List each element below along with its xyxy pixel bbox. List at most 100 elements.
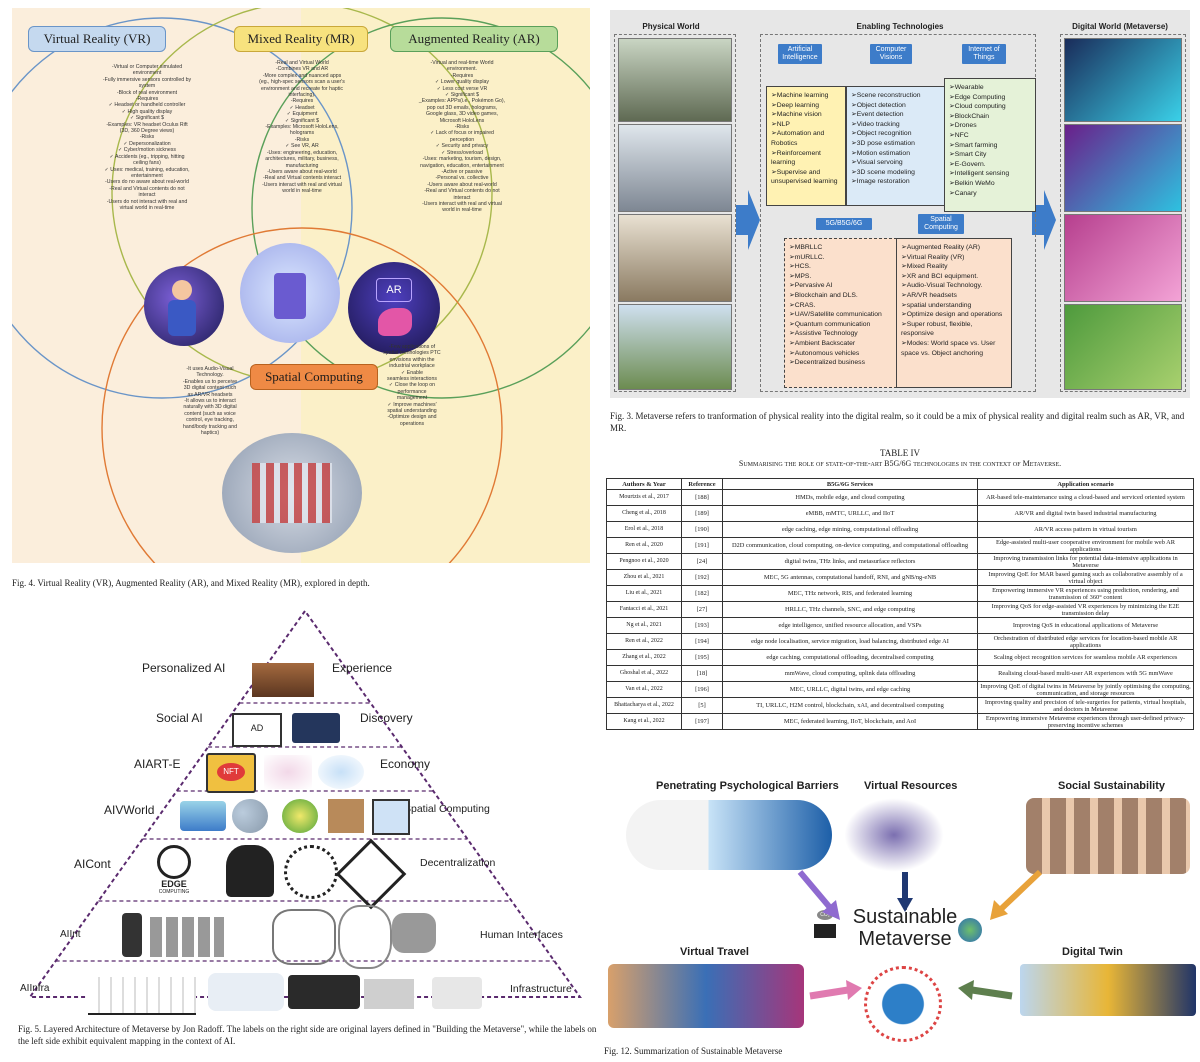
layer-right-label: Infrastructure [510,983,572,995]
venn-line: interact [138,192,156,199]
chips-icon [364,979,414,1009]
table-row: Ren et al., 2022[194]edge node localisat… [606,633,1194,650]
table-cell: [194] [681,633,723,650]
tech-item: Autonomous vehicles [789,349,897,359]
venn-line: seamless interactions [387,376,437,383]
table-row: Pengnoo et al., 2020[24]digital twins, T… [606,553,1194,570]
table-cell: Ren et al., 2020 [606,537,682,554]
venn-line: -Risks [139,134,155,141]
table-row: Zhang et al., 2022[195]edge caching, com… [606,649,1194,666]
table-cell: HMDs, mobile edge, and cloud computing [722,489,978,506]
mr-text: -Real and Virtual World-Combines VR and … [227,60,377,195]
arrow-to-enabling [736,190,760,250]
tech-item: Machine learning [771,91,841,101]
table-cell: [196] [681,681,723,698]
table-row: Kang et al., 2022[197]MEC, federated lea… [606,713,1194,730]
table-cell: edge caching, edge mining, computational… [722,521,978,538]
layer-left-label: Personalized AI [142,661,226,675]
table-cell: Zhang et al., 2022 [606,649,682,666]
venn-line: ✓ Accidents (eg., tripping, hitting [109,153,185,160]
venn-line: ✓ Cyber/motion sickness [118,147,176,154]
sc-list: Augmented Reality (AR)Virtual Reality (V… [896,238,1012,388]
table-cell: Improving transmission links for potenti… [977,553,1194,570]
venn-line: haptics) [200,430,220,437]
table-row: Bhattacharya et al., 2022[5]TI, URLLC, H… [606,697,1194,714]
tech-item: UAV/Satellite communication [789,310,897,320]
tech-item: Cloud computing [949,102,1031,112]
table-row: Fantacci et al., 2021[27]HRLLC, THz chan… [606,601,1194,618]
col-reference: Reference [681,478,723,490]
venn-line: -Users do no aware about real-world [105,179,189,186]
tech-item: Super robust, flexible, responsive [901,320,1007,339]
table-cell: [182] [681,585,723,602]
tech-item: Audio-Visual Technology. [901,281,1007,291]
venn-mini-icon [232,799,268,833]
table-cell: Fantacci et al., 2021 [606,601,682,618]
digital-photos-frame [1060,34,1186,392]
table-cell: Improving QoE for MAR based gaming such … [977,569,1194,586]
travel-label: Virtual Travel [680,946,749,958]
co2-cloud: CO₂ [817,910,833,920]
venn-line: ✓ Significant $ [129,115,165,122]
layer-right-label: Discovery [360,711,413,725]
venn-line: Microsoft HoloLens [439,117,485,124]
vr-headset-icon [392,913,436,953]
vr-label: Virtual Reality (VR) [28,26,166,52]
layer-right-label: Economy [380,757,431,771]
fig4-caption: Fig. 4. Virtual Reality (VR), Augmented … [12,578,370,588]
tech-item: MPS. [789,272,897,282]
venn-line: -Real and Virtual contents do not [109,185,185,192]
table-cell: Kang et al., 2022 [606,713,682,730]
tech-item: Optimize design and operations [901,310,1007,320]
venn-line: interfacing). [288,92,316,99]
tech-item: BlockChain [949,112,1031,122]
tech-item: Wearable [949,83,1031,93]
virtual-resources-label: Virtual Resources [864,780,958,792]
personalized-ai-image [252,663,314,697]
venn-line: -Users interact with real and virtual [262,181,342,188]
b5g-table: Authors & Year Reference B5G/6G Services… [606,478,1194,730]
tech-item: Assistive Technology [789,329,897,339]
table-cell: [190] [681,521,723,538]
table-cell: Edge-assisted multi-user cooperative env… [977,537,1194,554]
tech-item: Visual servoing [851,158,941,168]
infra-city-icon [88,977,196,1015]
table-cell: Realising cloud-based multi-user AR expe… [977,665,1194,682]
phone-icon [122,913,142,957]
tech-item: Drones [949,121,1031,131]
venn-line: -Uses: engineering, education, [266,149,338,156]
cv-head: Computer Visions [870,44,912,64]
venn-line: content (such as voice [184,410,236,417]
tech-item: Object recognition [851,129,941,139]
tech-item: AR/VR headsets [901,291,1007,301]
table-row: Zhou et al., 2021[192]MEC, 5G antennas, … [606,569,1194,586]
venn-line: -Requires [290,98,314,105]
venn-line: ✓ High quality display [121,108,173,115]
venn-line: -More complex and nuanced apps [262,72,342,79]
haptic-glove-icon [272,909,336,965]
tech-item: NLP [771,120,841,130]
earth-icon [958,918,982,942]
ai-list: Machine learningDeep learningMachine vis… [766,86,846,206]
venn-line: environment and recreate for haptic [261,85,343,92]
enabling-tech-header: Enabling Technologies [856,22,944,31]
table-cell: Improving quality and precision of tele-… [977,697,1194,714]
venn-line: world in real-time [442,207,482,214]
review-icon [292,713,340,743]
robot-icon [226,845,274,897]
fig12-arrows [797,869,1043,1000]
venn-line: system [138,83,156,90]
tech-item: Video tracking [851,120,941,130]
table-cell: Orchestration of distributed edge servic… [977,633,1194,650]
sc-head: Spatial Computing [918,214,964,234]
venn-line: -Examples: VR headset Oculus Rift [106,121,188,128]
tech-item: Decentralized business [789,358,897,368]
sustainable-center: Sustainable Metaverse [830,906,980,950]
venn-line: ✓ Security and privacy [435,143,489,150]
monitor-icon [372,799,410,835]
tech-item: mURLLC. [789,253,897,263]
table-cell: AR-based tele-maintenance using a cloud-… [977,489,1194,506]
photo-metaverse-mall [1064,214,1182,302]
twin-image [1020,964,1196,1016]
